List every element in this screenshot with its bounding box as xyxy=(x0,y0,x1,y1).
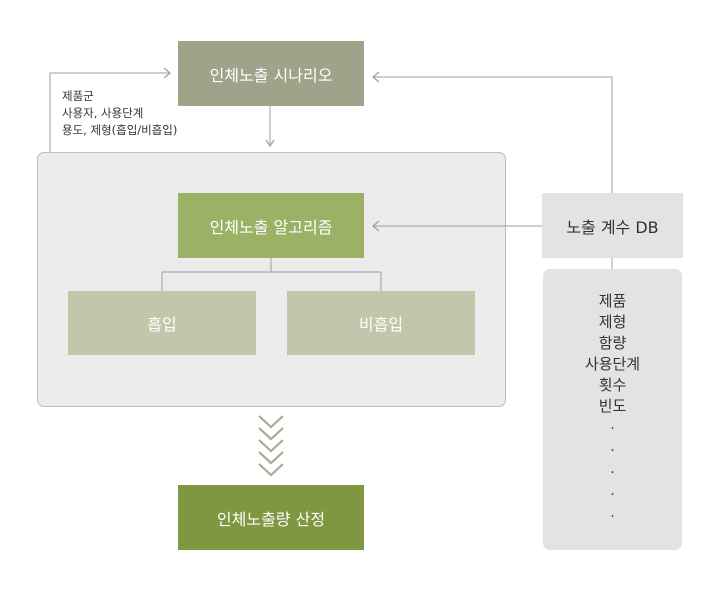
ellipsis-dot: . xyxy=(610,439,615,455)
arrowhead-scenario-right xyxy=(372,71,380,83)
exposure-amount-result-label: 인체노출량 산정 xyxy=(216,509,326,529)
ellipsis-dot: . xyxy=(610,461,615,477)
arrowhead-scenario-left xyxy=(163,67,171,79)
ellipsis-dot: . xyxy=(610,483,615,499)
arrowhead-algorithm-right xyxy=(372,220,380,232)
downward-chevrons-icon xyxy=(258,415,284,477)
exposure-scenario-box: 인체노출 시나리오 xyxy=(178,41,364,106)
scenario-input-labels: 제품군 사용자, 사용단계 용도, 제형(흡입/비흡입) xyxy=(62,88,177,139)
chevron-down-icon xyxy=(258,463,284,477)
chevron-down-icon xyxy=(258,427,284,441)
algorithm-branch-connector xyxy=(161,258,382,291)
input-label-product-group: 제품군 xyxy=(62,89,94,103)
non-inhalation-box: 비흡입 xyxy=(287,291,475,355)
factor-item: 사용단계 xyxy=(584,355,641,373)
exposure-factor-panel xyxy=(543,269,682,550)
exposure-factor-list: 제품 제형 함량 사용단계 횟수 빈도 xyxy=(543,291,682,417)
exposure-factor-db-label: 노출 계수 DB xyxy=(566,217,659,237)
db-to-scenario-connector xyxy=(373,76,613,193)
ellipsis-dot: . xyxy=(610,417,615,433)
factor-item: 제형 xyxy=(598,313,627,331)
exposure-factor-db-box: 노출 계수 DB xyxy=(542,193,683,258)
chevron-down-icon xyxy=(258,451,284,465)
factor-item: 횟수 xyxy=(598,376,627,394)
inhalation-box: 흡입 xyxy=(68,291,256,355)
inhalation-label: 흡입 xyxy=(147,315,177,334)
factor-item: 함량 xyxy=(598,334,627,352)
exposure-algorithm-box: 인체노출 알고리즘 xyxy=(178,193,364,258)
input-to-scenario-connector xyxy=(49,72,169,152)
arrowhead-scenario-down xyxy=(265,139,275,148)
exposure-amount-result-box: 인체노출량 산정 xyxy=(178,485,364,550)
factor-item: 빈도 xyxy=(598,397,627,415)
factor-item: 제품 xyxy=(598,292,627,310)
exposure-algorithm-label: 인체노출 알고리즘 xyxy=(209,217,333,237)
input-label-user-stage: 사용자, 사용단계 xyxy=(62,106,144,120)
non-inhalation-label: 비흡입 xyxy=(358,315,404,334)
exposure-scenario-label: 인체노출 시나리오 xyxy=(209,65,333,85)
ellipsis-dot: . xyxy=(610,505,615,521)
chevron-down-icon xyxy=(258,439,284,453)
input-label-use-form: 용도, 제형(흡입/비흡입) xyxy=(62,123,178,137)
